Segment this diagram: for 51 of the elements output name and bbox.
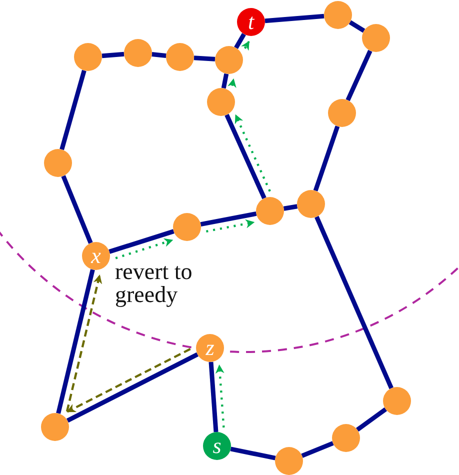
vertex-circle: [332, 424, 360, 452]
edge-line: [152, 52, 166, 58]
edge-line: [301, 441, 334, 458]
arrow: [206, 219, 255, 232]
edge-line: [224, 114, 266, 200]
vertex-circle: [173, 213, 201, 241]
vertex-circle: [383, 387, 411, 415]
vertex-circle: [324, 1, 352, 29]
arrow: [215, 364, 225, 428]
arrow: [115, 238, 174, 260]
edge-line: [60, 70, 86, 150]
edge-line: [208, 362, 218, 432]
vertex-circle: x: [82, 242, 110, 270]
vertex-circle: s: [203, 432, 231, 460]
edge-line: [61, 175, 93, 244]
edge-line: [108, 229, 174, 254]
edge-line: [264, 14, 324, 24]
arrow: [240, 40, 250, 51]
vertex-circle: [328, 99, 356, 127]
vertex-circle: [74, 43, 102, 71]
arrow: [234, 114, 271, 192]
vertex-circle: [215, 46, 243, 74]
edge-line: [194, 56, 216, 62]
vertex-circle: [275, 447, 303, 475]
vertex-circle: z: [196, 334, 224, 362]
edge-line: [56, 269, 95, 414]
edge-line: [66, 352, 199, 423]
arrow: [66, 274, 102, 412]
annotation-text: revert to greedy: [115, 260, 194, 306]
edge-line: [348, 20, 366, 33]
edge-line: [356, 407, 388, 432]
vertex-circle: [41, 413, 69, 441]
vertex-circle: [44, 149, 72, 177]
edge-line: [221, 73, 229, 89]
edge-line: [234, 32, 246, 50]
edge-line: [314, 216, 394, 390]
vertex-circle: [166, 43, 194, 71]
edge-line: [313, 126, 340, 192]
vertex-circle: t: [237, 8, 265, 36]
vertex-circle: [256, 197, 284, 225]
edge-line: [102, 52, 124, 58]
edge-line: [230, 446, 276, 460]
edge-line: [200, 212, 257, 226]
vertex-circle: [124, 39, 152, 67]
vertex-circle: [362, 24, 390, 52]
vertex-circle: [297, 190, 325, 218]
arrow: [228, 78, 236, 88]
arrow: [66, 348, 191, 413]
edge-line: [346, 50, 372, 102]
edge-line: [283, 204, 298, 211]
vertex-circle: [207, 88, 235, 116]
